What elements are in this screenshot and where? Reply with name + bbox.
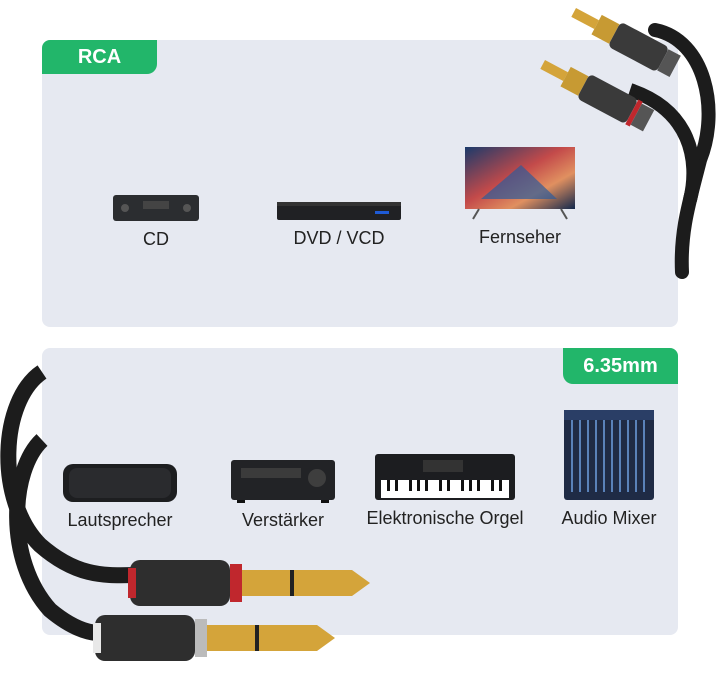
cd-player-icon	[113, 195, 199, 221]
jack-tag: 6.35mm	[563, 348, 678, 384]
amplifier-icon	[231, 460, 335, 503]
dvd-player-icon	[277, 202, 401, 220]
device-dvd: DVD / VCD	[268, 200, 410, 249]
device-label: Elektronische Orgel	[366, 508, 524, 528]
device-mixer: Audio Mixer	[553, 408, 665, 529]
device-amplifier: Verstärker	[228, 458, 338, 531]
device-label: Fernseher	[478, 227, 562, 247]
tv-icon	[465, 147, 575, 220]
device-label: Lautsprecher	[67, 510, 173, 530]
device-label: Verstärker	[241, 510, 325, 530]
mixer-icon	[564, 410, 654, 500]
device-label: CD	[143, 229, 169, 249]
device-speaker: Lautsprecher	[58, 462, 182, 531]
rca-tag: RCA	[42, 40, 157, 74]
speaker-icon	[63, 464, 177, 502]
device-label: Audio Mixer	[561, 508, 657, 528]
device-cd: CD	[100, 193, 212, 250]
device-label: DVD / VCD	[293, 228, 385, 248]
device-keyboard: Elektronische Orgel	[355, 452, 535, 529]
keyboard-icon	[375, 454, 515, 500]
device-tv: Fernseher	[456, 145, 584, 248]
